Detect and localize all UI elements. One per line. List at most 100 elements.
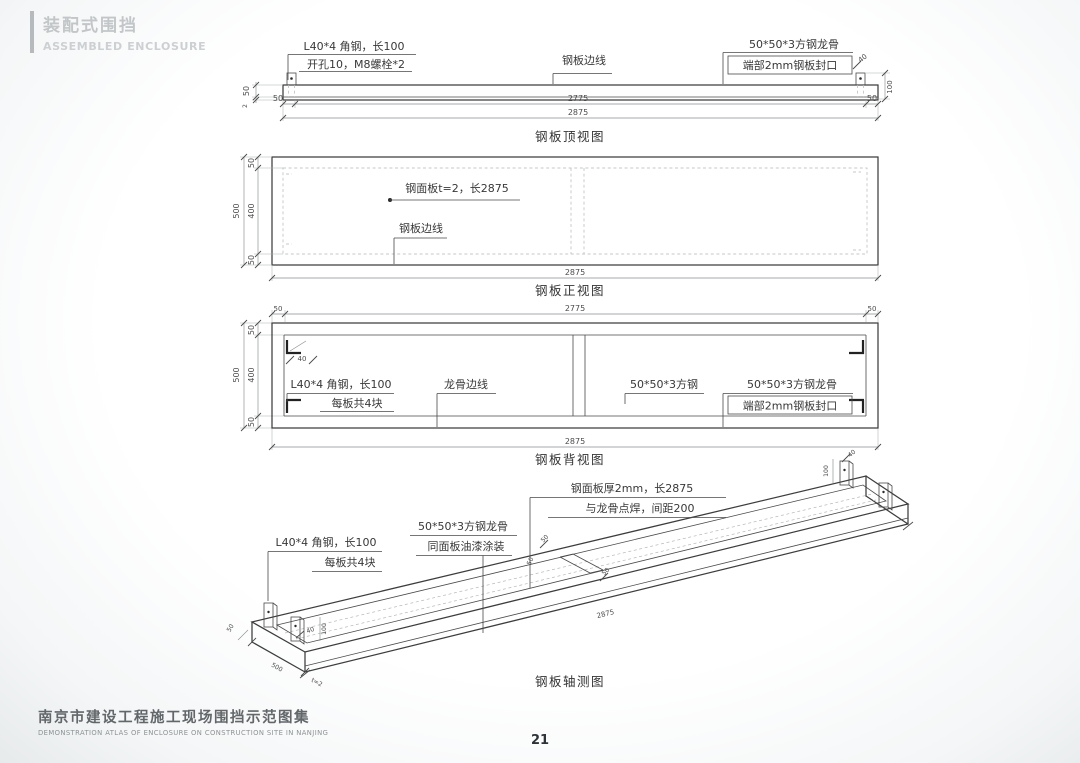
dim-50-crossbar-a: 50 [540,534,551,545]
panel-label-line2: 与龙骨点焊，间距200 [586,501,695,515]
dim-500: 500 [232,203,241,218]
dim-2775: 2775 [565,304,585,313]
bracket-left-far [263,602,274,628]
keel-label: 50*50*3方钢龙骨 [749,37,839,51]
dim-ticks [252,60,889,122]
angle-steel-label: L40*4 角钢，长100 [303,40,404,53]
dim-2775: 2775 [568,94,588,103]
dimension-lines [243,157,878,279]
dim-50-left: 50 [273,94,283,103]
angle-label-line2: 每板共4块 [325,555,376,569]
angle-steel-label: L40*4 角钢，长100 [290,378,391,391]
dim-50-right: 50 [867,94,877,103]
dim-100-left: 100 [321,623,328,635]
extension-lines [240,310,879,450]
hidden-frame-rect [282,167,868,255]
frame-depth-edges [251,475,909,673]
dim-400: 400 [247,203,256,218]
axon-view: 钢面板厚2mm，长2875 与龙骨点焊，间距200 50*50*3方钢龙骨 同面… [226,449,914,689]
brand-title-en: ASSEMBLED ENCLOSURE [43,40,207,53]
back-view: 50 2775 50 40 L40*4 角钢，长100 每板共4块 龙骨边线 5… [232,304,882,467]
spot-weld-dashed-lines [284,493,881,640]
dim-40-left: 40 [306,626,316,635]
dim-e50: 50 [226,623,236,633]
seal-label-box [727,395,853,415]
dim-2875: 2875 [568,108,588,117]
panel-label-line1: 钢面板厚2mm，长2875 [571,481,693,495]
dim-ticks [240,153,882,282]
keel-label-leader [722,393,853,427]
bracket-right-far [839,460,850,486]
panel-label-leader [529,497,726,588]
dim-100: 100 [886,80,894,93]
bracket-bolt-dot [882,490,885,494]
dim-50-bottom: 50 [247,255,256,265]
angle-label-line1: L40*4 角钢，长100 [275,536,376,549]
dim-500: 500 [270,662,284,674]
corner-brackets [263,460,893,645]
bracket-right-far-flange [848,460,854,489]
page-header: 装配式围挡 ASSEMBLED ENCLOSURE [30,11,206,53]
bracket-bolt-dot [267,610,270,614]
bolt-label: 开孔10，M8螺栓*2 [307,57,405,71]
atlas-title-en: Demonstration Atlas of Enclosure on Cons… [38,729,329,737]
keel-label-line2: 同面板油漆涂装 [428,539,505,553]
angle-label-leader [267,551,382,601]
dim-50-crossbar-b: 50 [526,556,536,566]
edge-label-leader [393,237,447,264]
end-seal-label: 端部2mm钢板封口 [743,58,837,72]
back-view-title: 钢板背视图 [535,452,605,467]
dim-thickness-2: 2 [242,104,249,108]
left-angle-clip [286,72,297,86]
angle-clip-marks [285,340,865,413]
keel-edge-label: 龙骨边线 [444,377,488,391]
brand-title-cn: 装配式围挡 [43,16,138,36]
dim-height-50: 50 [242,86,251,96]
dim-2875: 2875 [565,437,585,446]
dim-40-right: 40 [847,449,858,459]
crossbar [559,553,604,574]
keel-label: 50*50*3方钢龙骨 [747,377,837,391]
bracket-bolt-dot [843,468,846,472]
frame-outline [271,322,879,429]
front-view: 钢面板t=2，长2875 钢板边线 500 50 400 50 2875 钢板正… [232,153,882,298]
plate-edge-label: 钢板边线 [399,221,443,235]
keel-label-leader [722,52,853,84]
bracket-bolt-dot [294,624,297,628]
page-footer: 南京市建设工程施工现场围挡示范图集 Demonstration Atlas of… [38,706,328,737]
count-label: 每板共4块 [332,396,383,410]
dim-2875: 2875 [565,268,585,277]
clip-hidden-lines [288,85,864,97]
dim-50-top: 50 [247,325,256,335]
angle-label-leader [286,393,394,412]
right-bolt-dot [859,77,862,80]
panel-outline [271,156,879,266]
hidden-tube-lines [286,168,861,254]
axon-dim-ticks [247,453,914,679]
plate-bar-outline [282,84,879,101]
square-tube-label: 50*50*3方钢 [630,377,698,391]
bracket-left-near [290,616,301,642]
angle-leader [289,340,307,352]
bracket-left-near-flange [299,616,305,645]
axon-dim-lines [237,459,834,641]
left-bolt-dot [290,77,293,80]
keel-edge-leader [436,393,496,427]
bracket-right-near [878,482,889,508]
edge-label-leader [552,73,612,84]
dim-50-top: 50 [247,158,256,168]
seal-label-box [727,55,853,75]
dim-400: 400 [247,367,256,382]
right-angle-clip [855,72,866,86]
end-seal-label: 端部2mm钢板封口 [743,399,837,413]
frame-inner-lines [283,334,867,417]
page-number: 21 [530,733,550,748]
dim-2875: 2875 [596,608,615,620]
angle-label-leader [287,54,416,80]
dim-50-topleft: 50 [274,305,283,313]
panel-label: 钢面板t=2，长2875 [405,181,509,195]
square-tube-leader [624,393,704,404]
axon-view-title: 钢板轴测图 [535,674,605,689]
dim-50-bottom: 50 [247,417,256,427]
